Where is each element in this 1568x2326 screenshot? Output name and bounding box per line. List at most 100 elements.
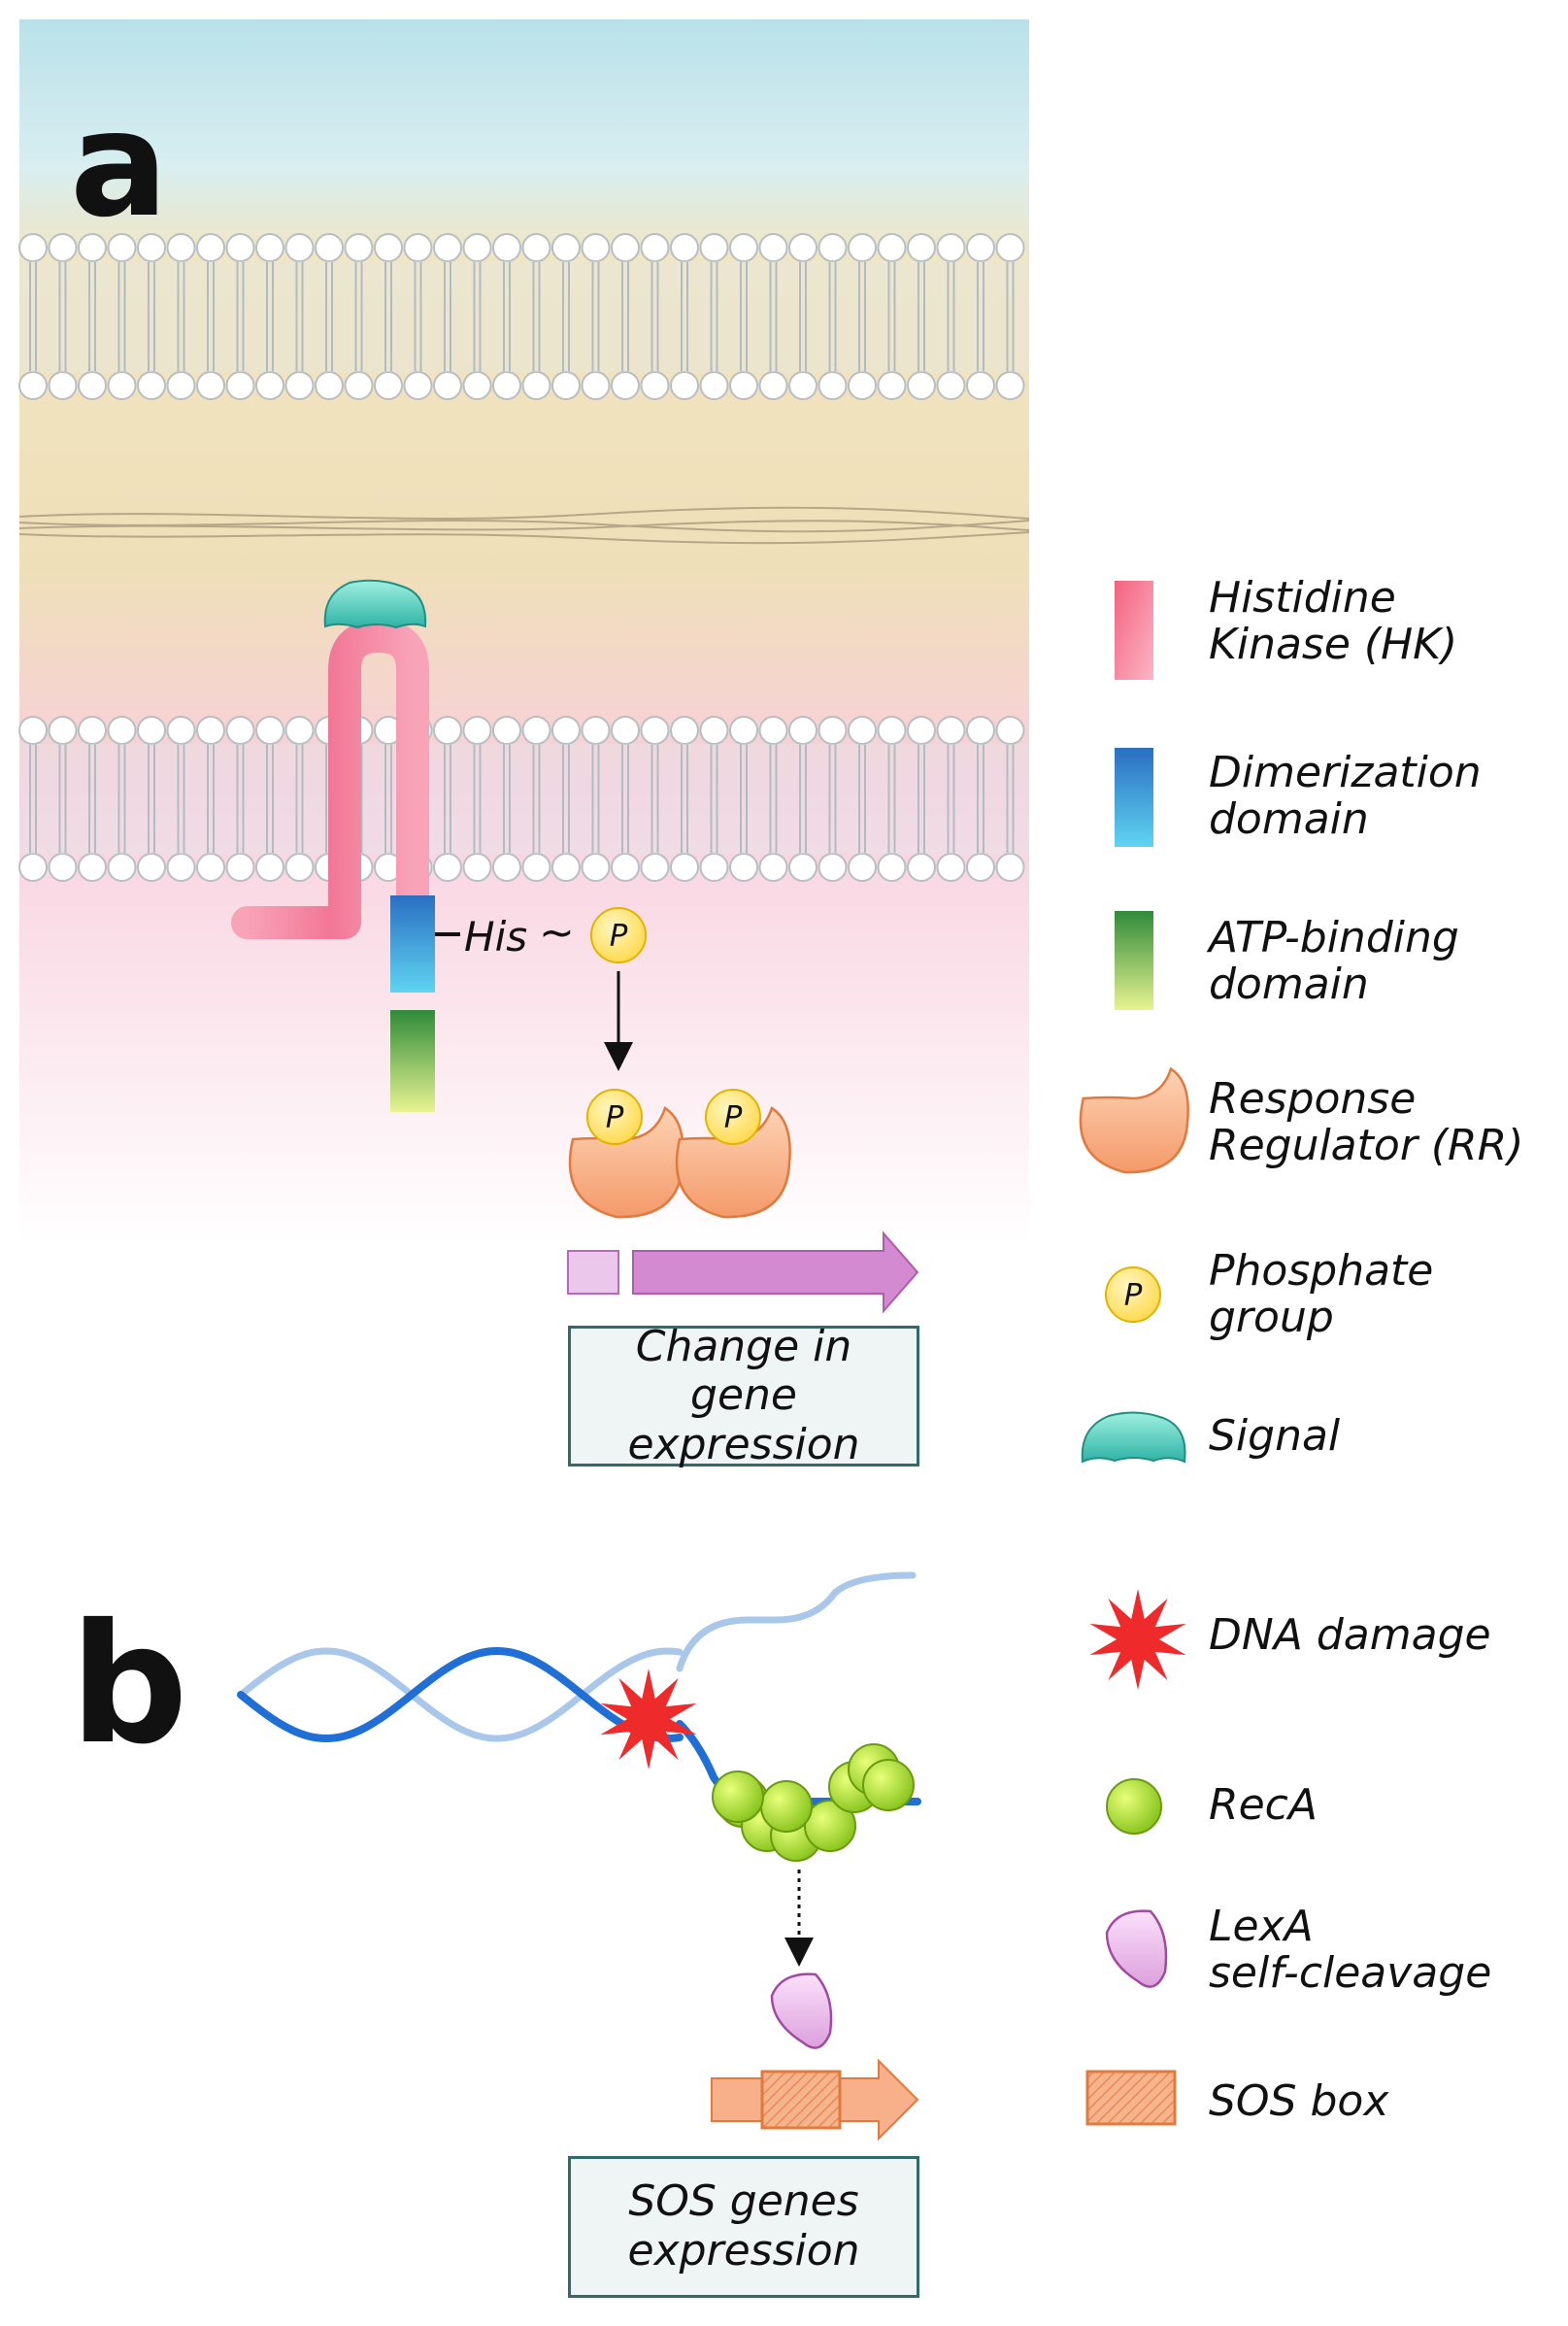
lipid-bilayers (18, 233, 1029, 882)
lipid-head (848, 853, 877, 882)
sos-expression-box-line-2: expression (627, 2226, 860, 2275)
lipid-head (729, 233, 758, 262)
legend-line: LexA (1209, 1902, 1314, 1951)
legend-line: SOS box (1209, 2076, 1389, 2126)
legend: P (1079, 581, 1189, 2126)
lipid-head (78, 371, 107, 400)
promoter-box (567, 1250, 619, 1295)
lipid-head (78, 716, 107, 745)
lipid-head (521, 371, 551, 400)
lipid-head (137, 233, 166, 262)
lipid-head (877, 371, 907, 400)
lipid-head (492, 233, 521, 262)
lipid-head (640, 371, 670, 400)
phosphate-circle (586, 1089, 643, 1145)
lipid-head (551, 853, 581, 882)
phosphate-circle (705, 1089, 761, 1145)
lipid-head (462, 716, 492, 745)
lipid-head (225, 233, 255, 262)
lipid-head (581, 371, 611, 400)
response-regulator-icon (1079, 1066, 1189, 1174)
dna-single-strand-upper (676, 1571, 917, 1672)
lipid-head (315, 371, 344, 400)
lipid-head (788, 233, 817, 262)
lipid-head (907, 233, 936, 262)
lipid-head (137, 371, 166, 400)
legend-label-response-regulator: Response Regulator (RR) (1209, 1075, 1524, 1171)
legend-line: self-cleavage (1209, 1948, 1492, 1999)
lipid-head (166, 853, 196, 882)
tilde-label: ~ (539, 908, 575, 958)
legend-label-sos-box: SOS box (1209, 2076, 1389, 2126)
atp-binding-bar-icon (1115, 911, 1153, 1010)
panel-b-diagram (237, 1571, 921, 2141)
lipid-head (48, 716, 78, 745)
legend-line: Signal (1209, 1411, 1341, 1461)
reca-sphere (862, 1759, 915, 1811)
lipid-head (521, 716, 551, 745)
lipid-head (107, 853, 137, 882)
lipid-head (18, 233, 48, 262)
lipid-head (611, 371, 640, 400)
phosphate-icon: P (1105, 1266, 1161, 1323)
lipid-head (196, 853, 225, 882)
lipid-head (225, 371, 255, 400)
dna-strand (237, 1646, 684, 1743)
dimerization-domain (390, 895, 435, 993)
lipid-head (18, 716, 48, 745)
lipid-head (18, 853, 48, 882)
lipid-head (611, 233, 640, 262)
lipid-head (995, 371, 1025, 400)
lipid-head (788, 371, 817, 400)
histidine-kinase-bar-icon (1115, 581, 1153, 680)
lipid-head (255, 853, 284, 882)
legend-line: domain (1209, 794, 1369, 845)
lipid-head (315, 233, 344, 262)
legend-line: domain (1209, 960, 1369, 1010)
lipid-head (403, 233, 433, 262)
phosphate-on-rr: P (586, 1089, 643, 1145)
legend-line: Dimerization (1209, 748, 1482, 797)
lipid-head (284, 853, 315, 882)
reca-sphere (712, 1770, 764, 1823)
lipid-head (521, 233, 551, 262)
lipid-head (344, 233, 374, 262)
lipid-head (758, 371, 788, 400)
phosphate-on-his: P (590, 907, 647, 963)
lipid-head (284, 371, 315, 400)
legend-line: Regulator (RR) (1209, 1121, 1524, 1171)
lipid-head (699, 716, 729, 745)
lipid-head (966, 371, 995, 400)
legend-label-signal: Signal (1209, 1411, 1341, 1461)
lipid-head (166, 716, 196, 745)
lipid-head (995, 233, 1025, 262)
lipid-head (492, 853, 521, 882)
lipid-head (729, 853, 758, 882)
reca-sphere (760, 1780, 813, 1833)
bilayer-core (19, 261, 1029, 372)
lipid-head (433, 233, 462, 262)
lipid-head (611, 853, 640, 882)
lipid-head (462, 853, 492, 882)
lipid-head (492, 371, 521, 400)
lipid-head (788, 716, 817, 745)
lipid-head (581, 853, 611, 882)
lipid-head (758, 716, 788, 745)
lexa-fragment (770, 1972, 833, 2049)
lipid-head (699, 853, 729, 882)
lipid-head (433, 371, 462, 400)
lipid-head (670, 853, 699, 882)
phosphate-circle (1105, 1266, 1161, 1323)
lipid-head (670, 371, 699, 400)
lipid-head (729, 371, 758, 400)
lipid-head (966, 233, 995, 262)
lipid-head (284, 233, 315, 262)
lipid-head (166, 233, 196, 262)
lipid-head (907, 853, 936, 882)
legend-label-phosphate: Phosphate group (1209, 1247, 1433, 1342)
lipid-head (611, 716, 640, 745)
lipid-head (729, 716, 758, 745)
dna-strand (237, 1647, 684, 1742)
